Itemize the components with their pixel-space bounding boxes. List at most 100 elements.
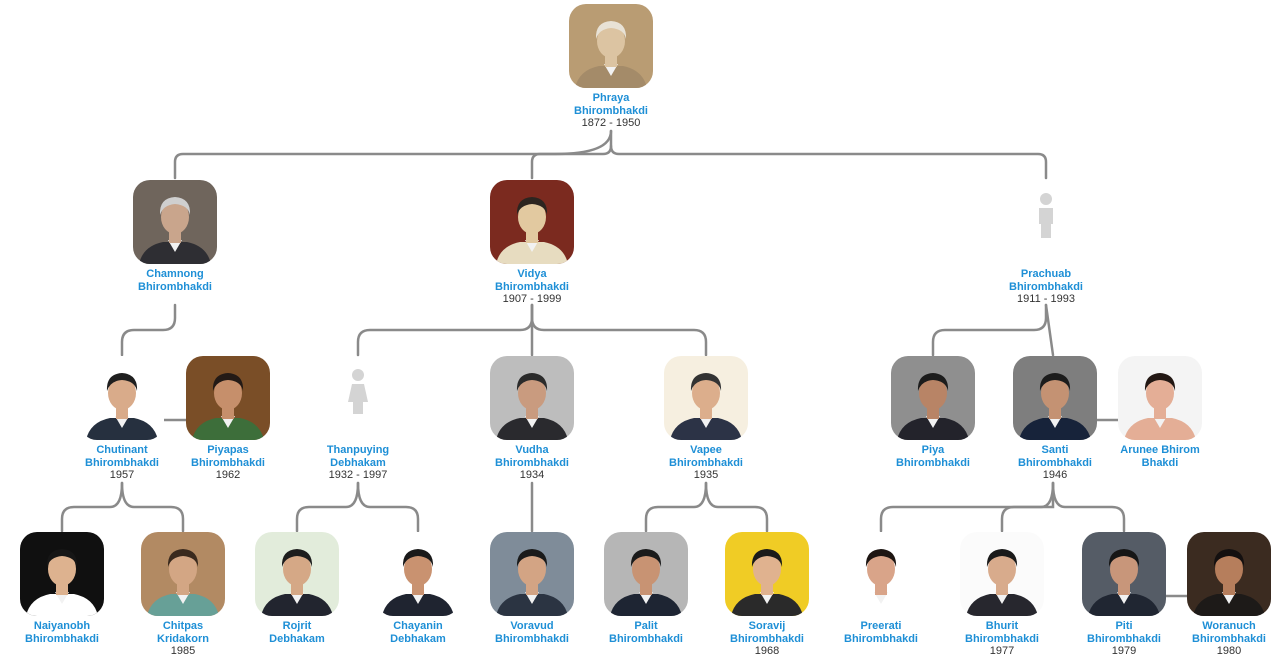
person-photo — [604, 532, 688, 616]
last-name: Bhirombhakdi — [138, 280, 212, 293]
life-years: 1911 - 1993 — [1017, 293, 1075, 305]
life-years: 1968 — [754, 645, 780, 657]
connector-line — [1051, 481, 1126, 533]
last-name: Bhirombhakdi — [574, 104, 648, 117]
person-photo — [490, 532, 574, 616]
connector-line — [530, 303, 708, 357]
last-name: Bhirombhakdi — [1192, 632, 1266, 645]
person-photo — [490, 180, 574, 264]
person-photo — [1082, 532, 1166, 616]
connector-line — [609, 144, 1048, 180]
life-years: 1957 — [109, 469, 135, 481]
life-years: 1932 - 1997 — [328, 469, 388, 481]
last-name: Bhirombhakdi — [609, 632, 683, 645]
first-name: Piyapas — [207, 444, 249, 456]
person-photo — [725, 532, 809, 616]
life-years: 1962 — [215, 469, 241, 481]
person-photo — [960, 532, 1044, 616]
last-name: Bhirombhakdi — [1087, 632, 1161, 645]
female-silhouette-icon — [316, 356, 400, 440]
last-name: Bhirombhakdi — [495, 456, 569, 469]
last-name: Bhirombhakdi — [191, 456, 265, 469]
life-years: 1934 — [519, 469, 545, 481]
person-photo — [133, 180, 217, 264]
connector-line — [644, 481, 708, 533]
first-name: Chitpas — [162, 620, 204, 632]
first-name: Chamnong — [146, 268, 204, 280]
connector-line — [879, 481, 1055, 533]
life-years: 1946 — [1042, 469, 1068, 481]
connector-line — [356, 481, 420, 533]
first-name: Chayanin — [393, 620, 443, 632]
person-photo — [1187, 532, 1271, 616]
first-name: Naiyanobh — [33, 620, 91, 632]
first-name: Preerati — [860, 620, 902, 632]
first-name: Piya — [921, 444, 945, 456]
first-name: Arunee Bhirom — [1120, 444, 1200, 456]
last-name: Debhakam — [269, 632, 325, 645]
first-name: Chutinant — [96, 444, 148, 456]
last-name: Debhakam — [390, 632, 446, 645]
first-name: Thanpuying — [326, 444, 390, 456]
first-name: Vidya — [517, 268, 547, 280]
last-name: Bhirombhakdi — [85, 456, 159, 469]
first-name: Piti — [1115, 620, 1133, 632]
person-photo — [490, 356, 574, 440]
last-name: Kridakorn — [157, 632, 209, 645]
connector-line — [120, 481, 185, 533]
connector-line — [1000, 481, 1055, 533]
first-name: Prachuab — [1020, 268, 1072, 280]
connector-line — [530, 129, 613, 180]
connector-line — [704, 481, 769, 533]
last-name: Bhirombhakdi — [965, 632, 1039, 645]
person-photo — [891, 356, 975, 440]
first-name: Phraya — [592, 92, 630, 104]
first-name: Rojrit — [282, 620, 312, 632]
last-name: Bhirombhakdi — [896, 456, 970, 469]
person-photo — [839, 532, 923, 616]
last-name: Bhirombhakdi — [1009, 280, 1083, 293]
life-years: 1907 - 1999 — [502, 293, 562, 305]
connector-line — [356, 303, 534, 357]
life-years: 1985 — [170, 645, 196, 657]
life-years: 1980 — [1216, 645, 1242, 657]
